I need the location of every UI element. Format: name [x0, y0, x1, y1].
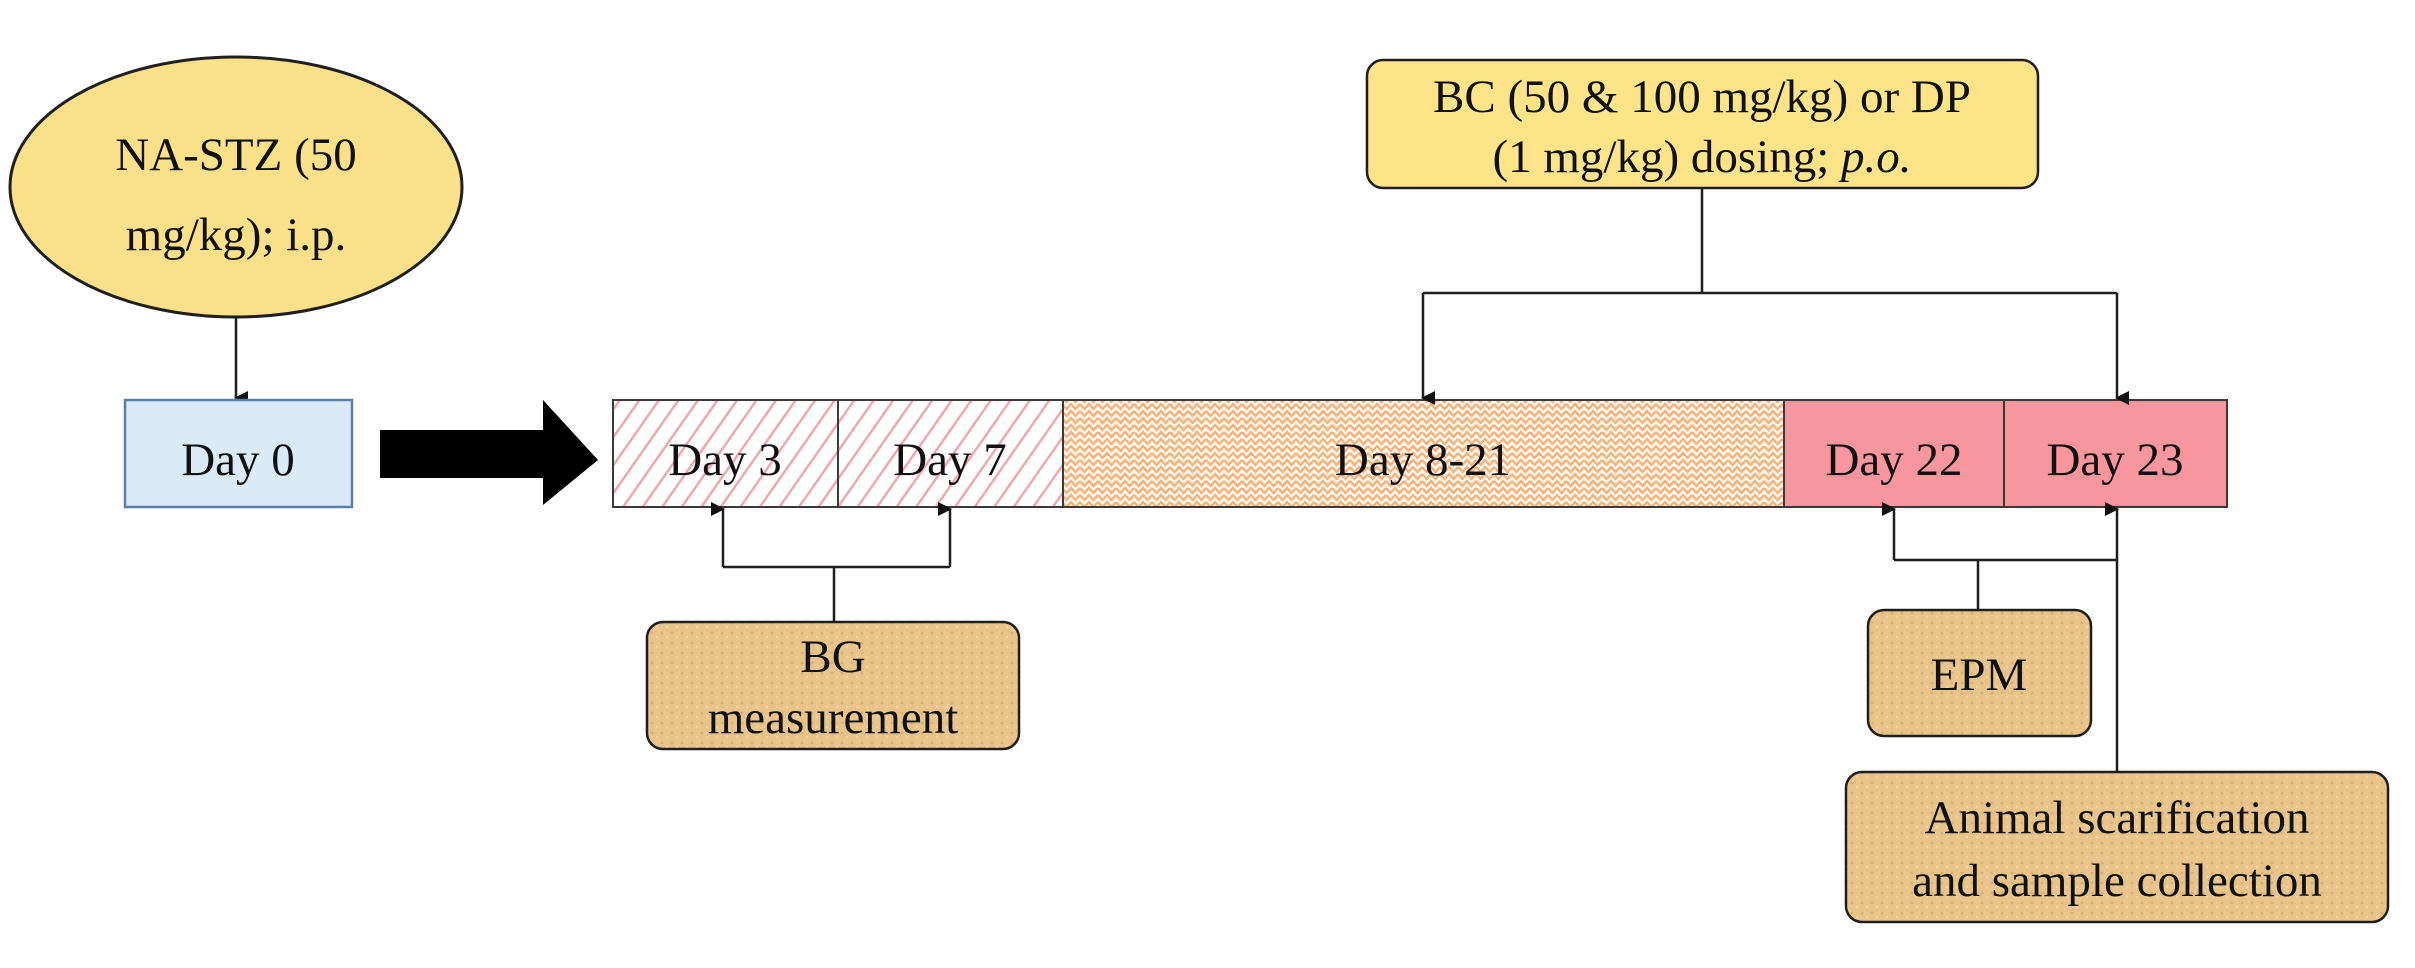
- bg-label-line1: BG: [800, 631, 865, 683]
- sacrifice-box: Animal scarification and sample collecti…: [1844, 770, 2390, 924]
- epm-connector: [1882, 502, 2119, 772]
- sacrifice-label-line2: and sample collection: [1912, 855, 2322, 907]
- progression-arrow: [380, 400, 598, 505]
- injection-label-line2: mg/kg); i.p.: [126, 209, 347, 261]
- injection-label-line1: NA-STZ (50: [115, 129, 357, 181]
- bg-measurement-box: BG measurement: [645, 620, 1021, 751]
- epm-box: EPM: [1866, 608, 2093, 738]
- bg-connector: [711, 502, 952, 622]
- day22-label: Day 22: [1825, 434, 1962, 486]
- day3-label: Day 3: [668, 434, 782, 486]
- dosing-label-line1: BC (50 & 100 mg/kg) or DP: [1433, 71, 1971, 123]
- day8-21-label: Day 8-21: [1335, 434, 1511, 486]
- sacrifice-label-line1: Animal scarification: [1925, 792, 2310, 844]
- day7-label: Day 7: [893, 434, 1007, 486]
- day0-label: Day 0: [181, 434, 295, 486]
- dosing-label-line2: (1 mg/kg) dosing; p.o.: [1492, 131, 1911, 183]
- epm-label: EPM: [1931, 649, 2028, 701]
- bg-label-line2: measurement: [708, 692, 959, 744]
- timeline-bar: Day 3 Day 7 Day 8-21 Day 22 Day 23: [612, 399, 2228, 508]
- injection-node: NA-STZ (50 mg/kg); i.p.: [8, 55, 464, 319]
- dosing-box: BC (50 & 100 mg/kg) or DP (1 mg/kg) dosi…: [1365, 58, 2040, 190]
- day23-label: Day 23: [2046, 434, 2183, 486]
- day0-box: Day 0: [123, 398, 354, 509]
- dosing-connector: [1421, 188, 2129, 405]
